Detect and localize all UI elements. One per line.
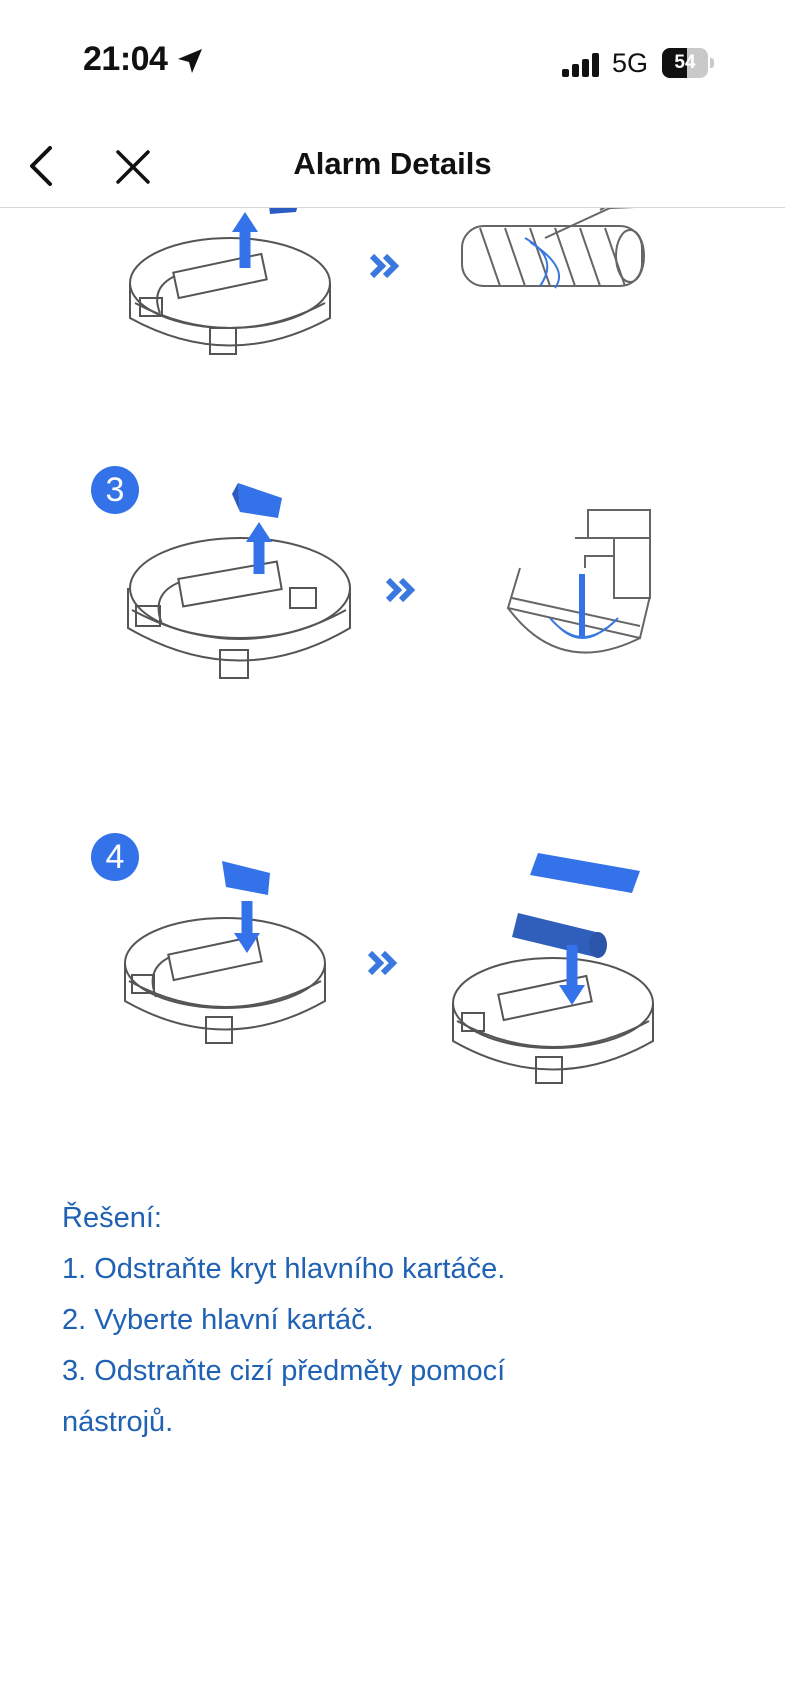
cellular-signal-icon: [562, 53, 599, 77]
battery-level: 54: [674, 52, 696, 73]
solution-line-3: 3. Odstraňte cizí předměty pomocí: [62, 1355, 506, 1387]
navigation-bar: Alarm Details: [0, 130, 785, 208]
step-3-badge: 3: [91, 466, 139, 514]
battery-fill: [662, 48, 687, 78]
alarm-details-content: 3 4: [0, 208, 785, 1707]
battery-icon: 54: [662, 48, 714, 78]
page-title: Alarm Details: [293, 146, 492, 181]
step-4-badge: 4: [91, 833, 139, 881]
solution-section: Řešení: 1. Odstraňte kryt hlavního kartá…: [62, 1193, 742, 1448]
location-arrow-icon: [178, 49, 202, 73]
chevron-left-icon: [30, 146, 52, 186]
step-2-illustration: [129, 208, 645, 355]
solution-line-4: nástrojů.: [62, 1406, 174, 1438]
close-icon: [116, 150, 150, 184]
solution-line-1: 1. Odstraňte kryt hlavního kartáče.: [62, 1253, 506, 1285]
step-4-illustration: [124, 853, 654, 1084]
back-button[interactable]: [20, 138, 68, 194]
close-button[interactable]: [108, 138, 158, 194]
solution-line-2: 2. Vyberte hlavní kartáč.: [62, 1304, 374, 1336]
solution-heading: Řešení:: [62, 1202, 162, 1234]
network-type: 5G: [612, 48, 649, 78]
status-bar: 21:04 5G 54: [0, 0, 785, 130]
status-time: 21:04: [83, 40, 168, 78]
step-3-illustration: [127, 483, 651, 679]
